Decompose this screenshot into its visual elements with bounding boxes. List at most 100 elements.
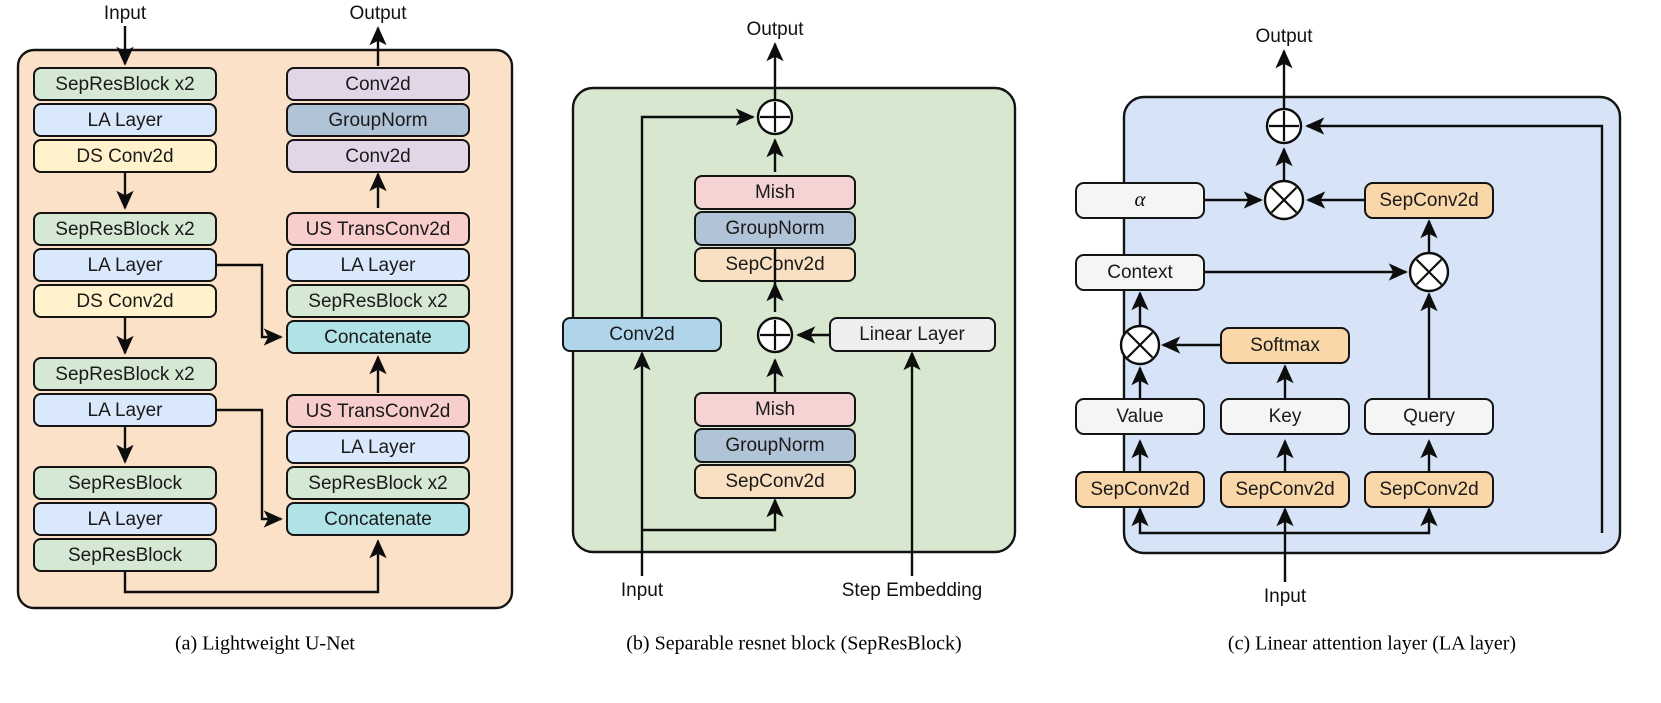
block-label: GroupNorm [725, 218, 824, 239]
block-mish-top[interactable]: Mish [694, 175, 856, 210]
block-la-layer-d3[interactable]: LA Layer [286, 430, 470, 464]
block-label: SepResBlock x2 [308, 291, 447, 312]
block-sepresblock-e4-bot[interactable]: SepResBlock [33, 538, 217, 572]
block-label: Conv2d [345, 74, 411, 95]
block-label: Concatenate [324, 327, 432, 348]
block-label: Conv2d [609, 324, 675, 345]
block-label: Concatenate [324, 509, 432, 530]
block-conv2d-skip[interactable]: Conv2d [562, 317, 722, 352]
block-label: α [1134, 187, 1146, 211]
block-label: LA Layer [88, 255, 164, 276]
block-ds-conv2d-e1[interactable]: DS Conv2d [33, 139, 217, 173]
operator-mul-context-query [1408, 251, 1450, 293]
caption-panel-b: (b) Separable resnet block (SepResBlock) [626, 633, 961, 655]
block-conv2d-d1-bot[interactable]: Conv2d [286, 139, 470, 173]
block-us-transconv2d-d3[interactable]: US TransConv2d [286, 394, 470, 428]
block-label: LA Layer [341, 437, 417, 458]
skip-connection-stage2 [216, 263, 283, 346]
caption-panel-a: (a) Lightweight U-Net [175, 633, 355, 655]
block-la-layer-e4[interactable]: LA Layer [33, 502, 217, 536]
block-groupnorm-bottom[interactable]: GroupNorm [694, 428, 856, 463]
block-label: Softmax [1250, 335, 1320, 356]
block-label: SepResBlock [68, 473, 183, 494]
block-label: LA Layer [341, 255, 417, 276]
block-sepresblock-x2-e1[interactable]: SepResBlock x2 [33, 67, 217, 101]
operator-mul-alpha [1263, 179, 1305, 221]
block-label: DS Conv2d [76, 146, 173, 167]
block-softmax[interactable]: Softmax [1220, 327, 1350, 364]
panel-c-input-label: Input [1264, 586, 1307, 607]
block-label: US TransConv2d [306, 401, 451, 422]
block-label: GroupNorm [328, 110, 427, 131]
block-sepresblock-x2-d2[interactable]: SepResBlock x2 [286, 284, 470, 318]
block-label: SepResBlock x2 [55, 74, 194, 95]
block-sepresblock-e4-top[interactable]: SepResBlock [33, 466, 217, 500]
block-la-layer-e2[interactable]: LA Layer [33, 248, 217, 282]
input-fanout-left [1131, 507, 1285, 535]
block-mish-bottom[interactable]: Mish [694, 392, 856, 427]
block-label: SepConv2d [725, 471, 824, 492]
block-label: LA Layer [88, 509, 164, 530]
block-sepresblock-x2-e3[interactable]: SepResBlock x2 [33, 357, 217, 391]
block-groupnorm-top[interactable]: GroupNorm [694, 211, 856, 246]
panel-a-input-label: Input [104, 3, 147, 24]
block-label: SepConv2d [1235, 479, 1334, 500]
skip-connection-bottleneck [123, 539, 387, 594]
block-concatenate-d3[interactable]: Concatenate [286, 502, 470, 536]
panel-b-step-label: Step Embedding [842, 580, 983, 601]
block-value[interactable]: Value [1075, 398, 1205, 435]
block-ds-conv2d-e2[interactable]: DS Conv2d [33, 284, 217, 318]
block-sepconv2d-key[interactable]: SepConv2d [1220, 471, 1350, 508]
block-label: LA Layer [88, 400, 164, 421]
block-context[interactable]: Context [1075, 254, 1205, 291]
block-label: Mish [755, 399, 795, 420]
block-label: Context [1107, 262, 1173, 283]
block-conv2d-d1-top[interactable]: Conv2d [286, 67, 470, 101]
block-la-layer-e3[interactable]: LA Layer [33, 393, 217, 427]
block-label: Linear Layer [859, 324, 965, 345]
block-alpha[interactable]: α [1075, 182, 1205, 219]
block-sepresblock-x2-e2[interactable]: SepResBlock x2 [33, 212, 217, 246]
block-label: SepResBlock x2 [55, 219, 194, 240]
block-label: Value [1116, 406, 1163, 427]
block-sepconv2d-right[interactable]: SepConv2d [1364, 182, 1494, 219]
block-groupnorm-d1[interactable]: GroupNorm [286, 103, 470, 137]
block-label: SepConv2d [1379, 479, 1478, 500]
block-label: LA Layer [88, 110, 164, 131]
panel-a-output-label: Output [349, 3, 407, 24]
block-label: Query [1403, 406, 1455, 427]
block-sepresblock-x2-d3[interactable]: SepResBlock x2 [286, 466, 470, 500]
block-us-transconv2d-d2[interactable]: US TransConv2d [286, 212, 470, 246]
panel-b-input-label: Input [621, 580, 664, 601]
panel-c-container [1122, 95, 1622, 555]
block-la-layer-e1[interactable]: LA Layer [33, 103, 217, 137]
caption-panel-c: (c) Linear attention layer (LA layer) [1228, 633, 1516, 655]
block-sepconv2d-bottom[interactable]: SepConv2d [694, 464, 856, 499]
block-label: Conv2d [345, 146, 411, 167]
skip-connection-stage3 [216, 408, 283, 528]
block-label: DS Conv2d [76, 291, 173, 312]
block-linear-layer[interactable]: Linear Layer [829, 317, 996, 352]
operator-add-mid [756, 316, 794, 354]
skip-connection-residual [1305, 117, 1604, 533]
block-label: SepResBlock x2 [308, 473, 447, 494]
operator-add-output [1265, 107, 1303, 145]
block-label: GroupNorm [725, 435, 824, 456]
block-sepconv2d-query[interactable]: SepConv2d [1364, 471, 1494, 508]
input-branch-to-sepconv [642, 498, 784, 532]
block-key[interactable]: Key [1220, 398, 1350, 435]
block-label: SepConv2d [1090, 479, 1189, 500]
panel-b-output-label: Output [746, 19, 804, 40]
panel-c-output-label: Output [1255, 26, 1313, 47]
input-fanout-right [1285, 507, 1438, 535]
block-label: Key [1269, 406, 1302, 427]
block-concatenate-d2[interactable]: Concatenate [286, 320, 470, 354]
block-label: US TransConv2d [306, 219, 451, 240]
skip-connection-conv2d [640, 108, 755, 318]
block-la-layer-d2[interactable]: LA Layer [286, 248, 470, 282]
block-sepconv2d-value[interactable]: SepConv2d [1075, 471, 1205, 508]
block-label: SepResBlock [68, 545, 183, 566]
block-label: Mish [755, 182, 795, 203]
block-query[interactable]: Query [1364, 398, 1494, 435]
